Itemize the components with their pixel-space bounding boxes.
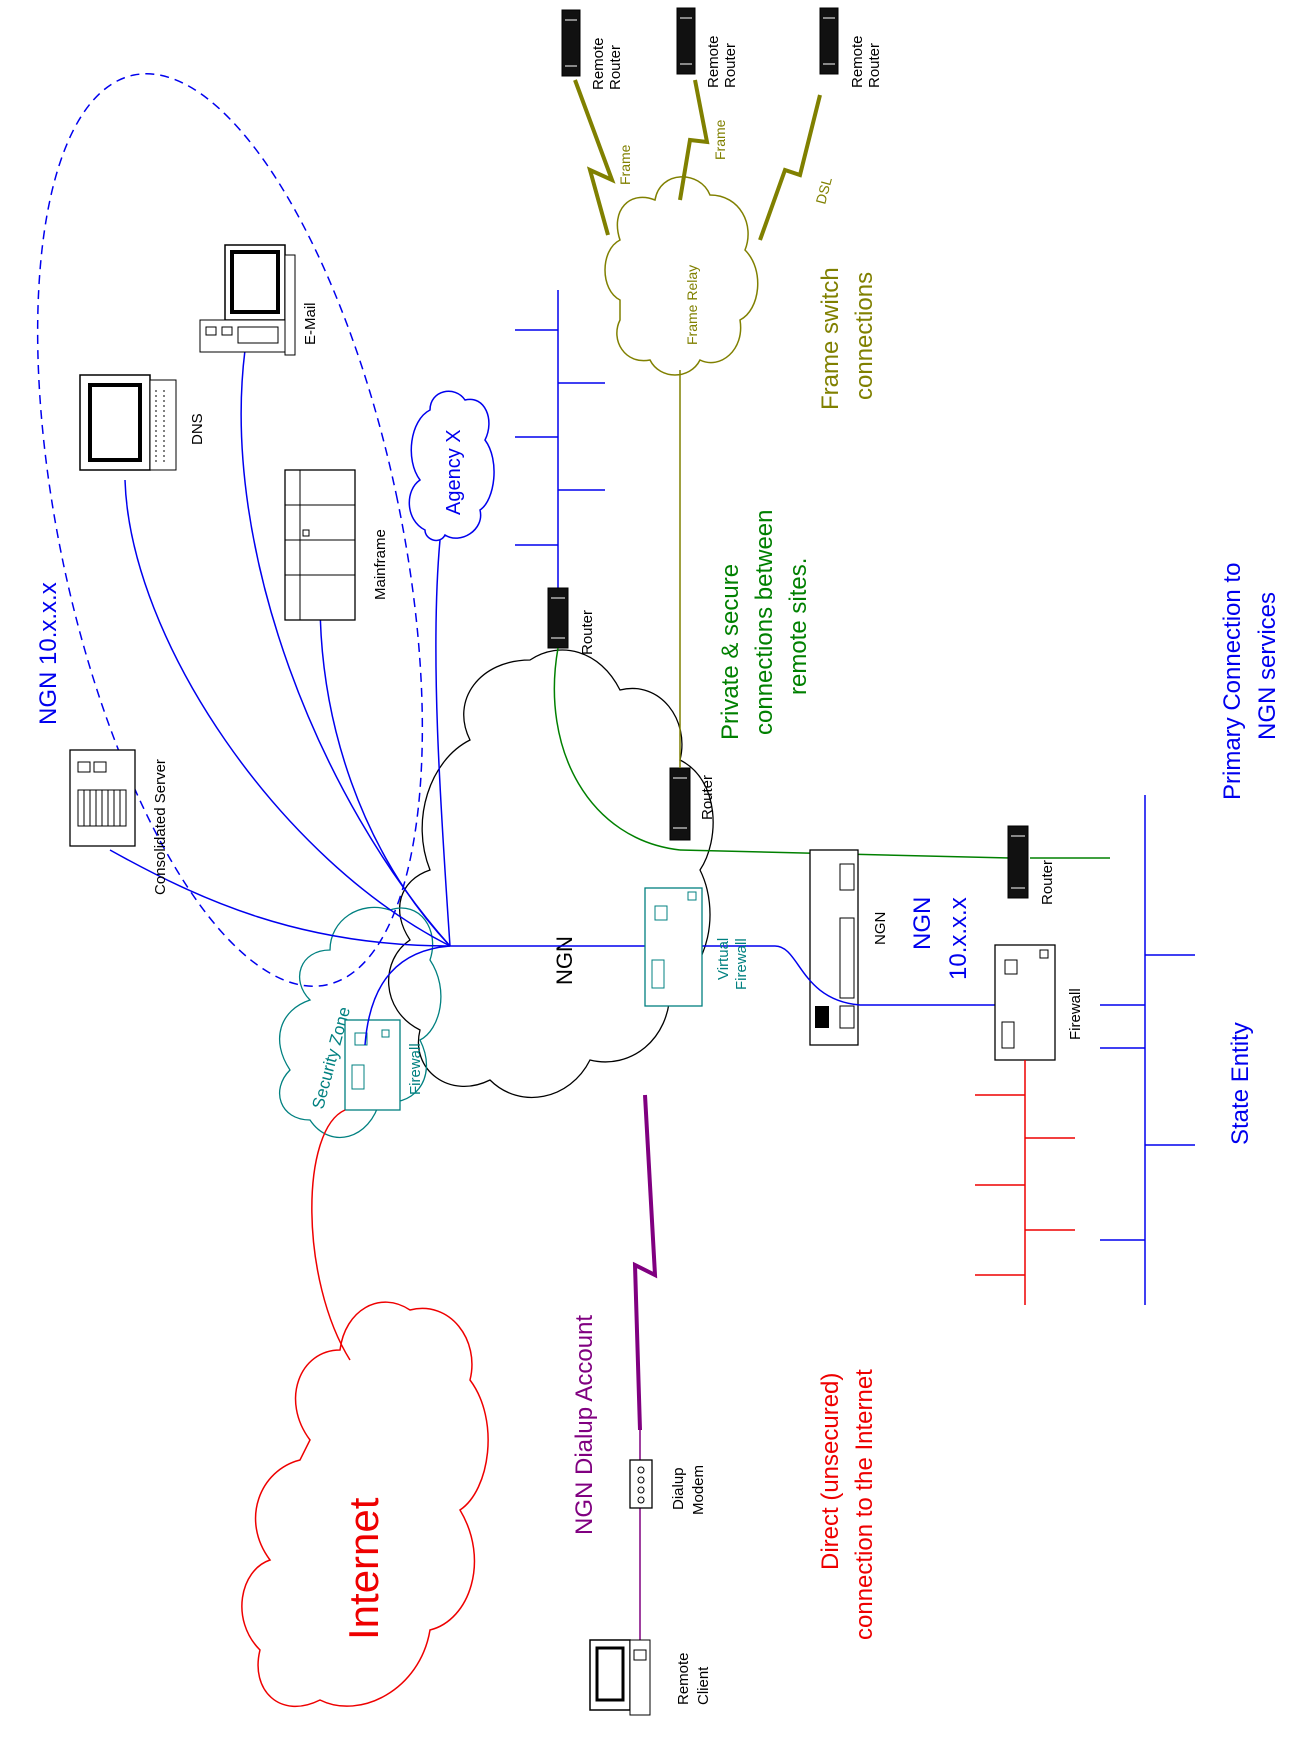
dialup-modem-icon: [629, 1459, 653, 1509]
ngn-right-label-1: NGN: [909, 897, 936, 950]
direct-lan: [975, 1060, 1075, 1305]
remote-client-label-2: Client: [695, 1666, 712, 1705]
ngn-cloud: [388, 649, 714, 1099]
state-firewall-label: Firewall: [1067, 988, 1084, 1040]
dialup-modem-label-1: Dialup: [670, 1467, 687, 1510]
ngn-device-icon: [809, 849, 859, 1046]
state-entity-label: State Entity: [1227, 1022, 1254, 1145]
internet-link: [311, 1109, 351, 1361]
frame-switch-label-1: Frame switch: [817, 267, 844, 410]
frame-label-2: Frame: [712, 119, 728, 160]
consolidated-server-label: Consolidated Server: [152, 759, 169, 895]
ngn-zone-ellipse: [36, 73, 424, 987]
remote-router-2-label-a: Remote: [705, 35, 722, 88]
private-secure-label-3: remote sites.: [785, 558, 812, 695]
virtual-firewall-device: [644, 887, 703, 1007]
security-firewall-device: [344, 1019, 401, 1111]
primary-conn-label-2: NGN services: [1254, 592, 1281, 740]
frame-lightning-links: [573, 79, 822, 241]
email-computer-icon: [199, 244, 296, 356]
dns-computer-icon: [79, 374, 177, 471]
state-lan: [1100, 795, 1195, 1305]
direct-label-1: Direct (unsecured): [817, 1373, 844, 1570]
router-lan-label: Router: [579, 610, 596, 655]
ngn-right-label-2: 10.x.x.x: [945, 897, 972, 980]
mainframe-label: Mainframe: [372, 529, 389, 600]
frame-switch-label-2: connections: [851, 272, 878, 400]
dns-label: DNS: [189, 413, 206, 445]
remote-router-3-label-a: Remote: [849, 35, 866, 88]
remote-client-label-1: Remote: [675, 1652, 692, 1705]
agency-x-label: Agency X: [443, 429, 465, 515]
private-secure-label-1: Private & secure: [717, 564, 744, 740]
security-firewall-label: Firewall: [407, 1043, 424, 1095]
agency-x-cloud: [408, 390, 495, 542]
remote-router-2-label-b: Router: [722, 43, 739, 88]
frame-label-1: Frame: [617, 144, 633, 185]
frame-relay-label: Frame Relay: [684, 265, 700, 345]
state-firewall-device: [994, 944, 1056, 1061]
internet-label: Internet: [340, 1497, 387, 1640]
router-icon-right: [1007, 825, 1029, 899]
remote-lan: [515, 290, 605, 590]
remote-router-1-label-b: Router: [607, 45, 624, 90]
direct-label-2: connection to the Internet: [851, 1369, 878, 1640]
dsl-label: DSL: [812, 175, 835, 206]
router-ngn-label: Router: [699, 775, 716, 820]
remote-router-icon-3: [819, 7, 839, 75]
ngn-zone-label: NGN 10.x.x.x: [35, 582, 62, 725]
dialup-account-label: NGN Dialup Account: [571, 1315, 598, 1535]
remote-router-icon-2: [676, 7, 696, 75]
router-right-label: Router: [1039, 860, 1056, 905]
internet-cloud: [241, 1301, 489, 1707]
virtual-firewall-label-1: Virtual: [715, 938, 732, 980]
frame-relay-cloud: [604, 176, 759, 376]
remote-router-icon-1: [561, 9, 581, 77]
email-label: E-Mail: [302, 302, 319, 345]
private-secure-label-2: connections between: [751, 510, 778, 736]
state-link: [774, 945, 1000, 1006]
security-zone-cloud: [279, 906, 442, 1138]
remote-router-1-label-a: Remote: [590, 37, 607, 90]
mainframe-icon: [284, 469, 356, 621]
router-icon-lan: [547, 587, 569, 649]
ngn-hub-links: [109, 349, 775, 1046]
ngn-cloud-label: NGN: [552, 936, 577, 985]
ngn-device-label: NGN: [872, 912, 889, 945]
router-icon-ngn: [669, 767, 691, 841]
primary-conn-label-1: Primary Connection to: [1219, 563, 1246, 800]
dialup-lightning: [632, 1094, 658, 1431]
dialup-modem-label-2: Modem: [690, 1465, 707, 1515]
remote-client-icon: [589, 1639, 651, 1716]
consolidated-server-icon: [69, 749, 136, 847]
virtual-firewall-label-2: Firewall: [733, 938, 750, 990]
remote-router-3-label-b: Router: [866, 43, 883, 88]
